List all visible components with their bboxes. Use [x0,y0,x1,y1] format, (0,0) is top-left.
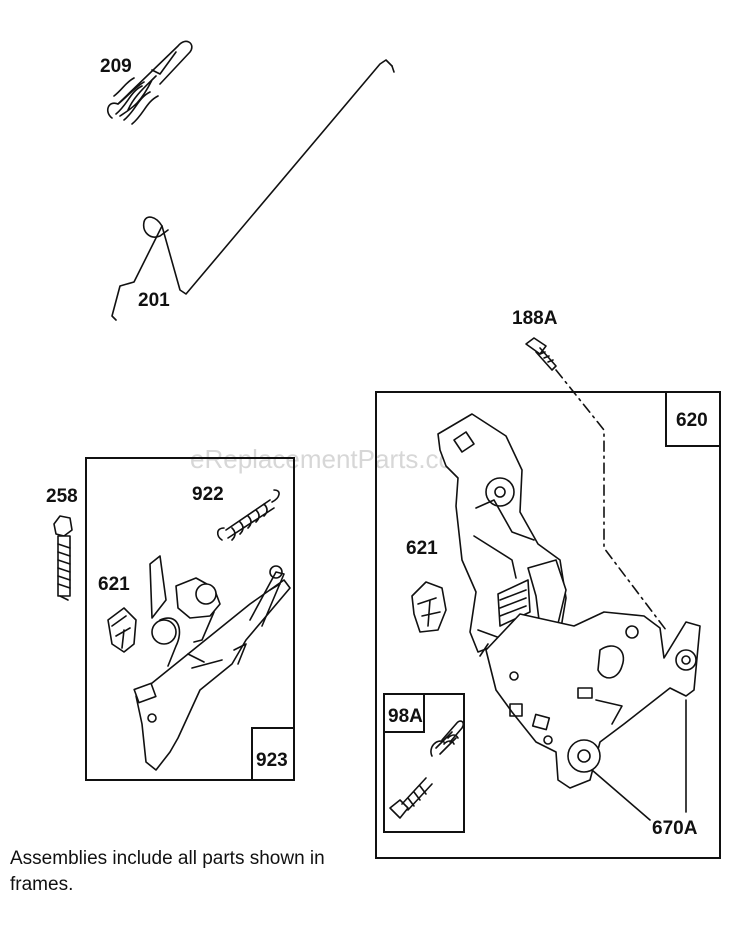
spring-922-part [216,489,280,541]
control-assembly-left-part [133,555,291,771]
label-188a: 188A [512,308,558,329]
label-201: 201 [138,290,170,311]
label-670a: 670A [652,818,698,839]
rod-201-part [111,59,395,321]
screw-258-part [53,515,73,601]
screw-188a-part [525,337,667,631]
assembly-note: Assemblies include all parts shown in fr… [10,848,325,895]
label-621-right: 621 [406,538,438,559]
label-922: 922 [192,484,224,505]
frame-923-tag [251,727,295,781]
frame-620 [375,391,721,859]
spring-209-part [106,40,193,125]
frame-923 [85,457,295,781]
leader-670a [591,769,651,821]
bracket-621-right-part [411,581,447,633]
frame-620-tag [665,391,721,447]
label-621-left: 621 [98,574,130,595]
bracket-621-left-part [107,607,137,653]
label-98a: 98A [388,706,423,727]
label-620: 620 [676,410,708,431]
label-923: 923 [256,750,288,771]
label-258: 258 [46,486,78,507]
base-plate-part [485,611,701,789]
frame-98a-tag [383,693,425,733]
screw-spring-98a-part [389,720,465,819]
label-209: 209 [100,56,132,77]
